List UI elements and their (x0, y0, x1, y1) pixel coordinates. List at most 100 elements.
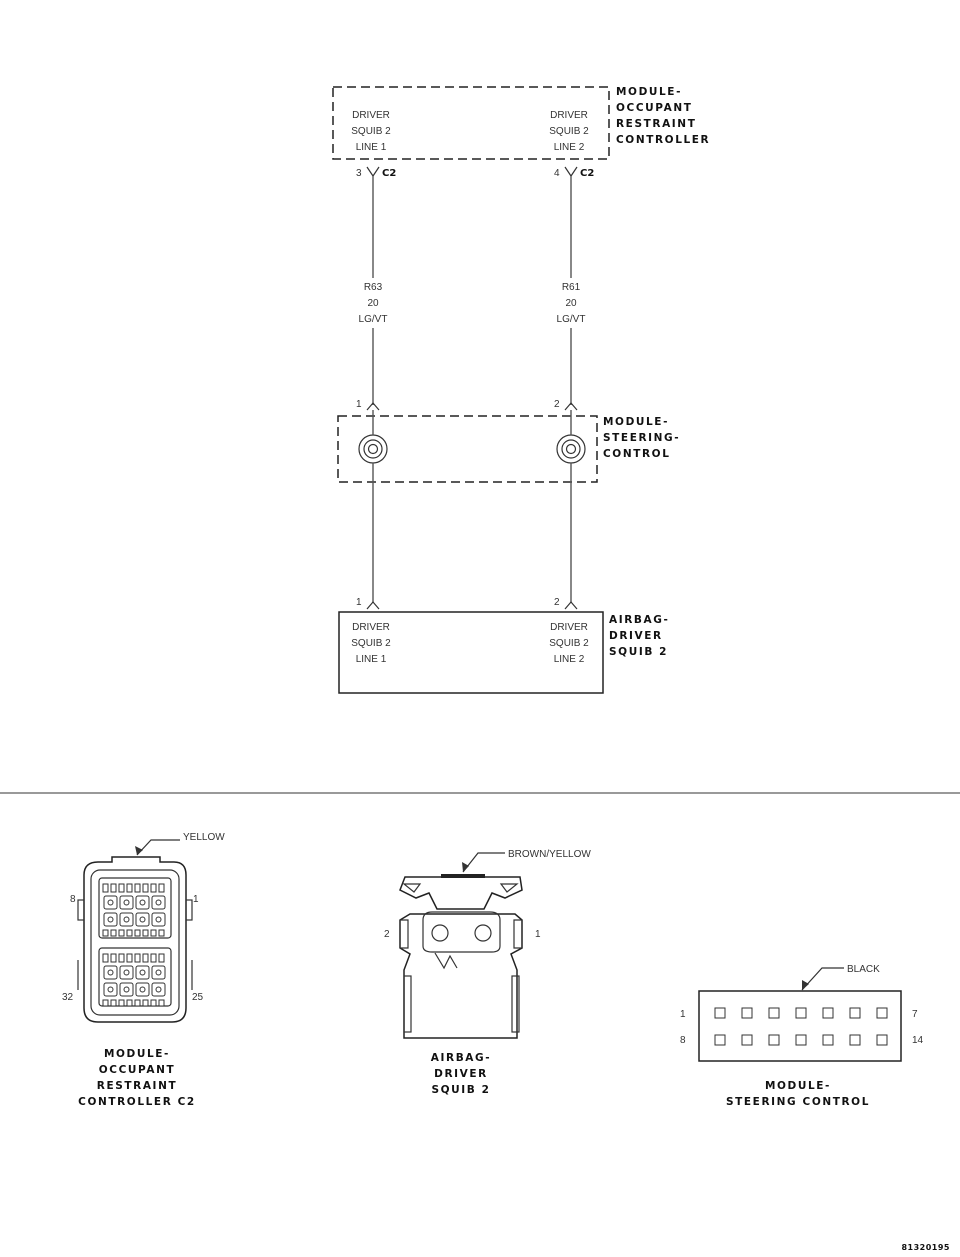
connector-left-name: C2 (382, 168, 396, 179)
orc-c2-slot-upper (142, 929, 149, 937)
airbag-left-pin-line-1: DRIVER (352, 622, 390, 633)
orc-c2-housing (83, 856, 187, 1023)
connector-right-name: C2 (580, 168, 594, 179)
orc-c2-terminal-dot (139, 986, 146, 993)
orc-c2-terminal-dot (123, 899, 130, 906)
steering-connector-terminals (714, 1007, 888, 1046)
orc-c2-slot-lower (118, 953, 125, 963)
steering-connector-pin-1: 1 (680, 1009, 686, 1020)
orc-c2-upper-cavity (98, 877, 172, 939)
orc-c2-slot-upper (134, 883, 141, 893)
orc-c2-slot-lower (102, 953, 109, 963)
airbag-connector-color-label: BROWN/YELLOW (508, 849, 591, 860)
airbag-connector-pin-1: 1 (535, 929, 541, 940)
orc-c2-caption-line-2: OCCUPANT (99, 1064, 175, 1076)
orc-left-pin-line-2: SQUIB 2 (351, 126, 391, 137)
orc-title-line-4: CONTROLLER (616, 134, 710, 146)
airbag-connector-left-slot (403, 975, 412, 1033)
orc-c2-pin-32: 32 (62, 992, 74, 1003)
orc-c2-terminal-dot (123, 986, 130, 993)
steering-connector-terminal (822, 1007, 834, 1019)
orc-right-pin-line-2: SQUIB 2 (549, 126, 589, 137)
orc-c2-slot-lower (126, 953, 133, 963)
steering-connector-pin-7: 7 (912, 1009, 918, 1020)
orc-c2-slot-lower (126, 999, 133, 1007)
airbag-left-pin-line-2: SQUIB 2 (351, 638, 391, 649)
orc-c2-slot-upper (118, 883, 125, 893)
orc-left-pin-line-3: LINE 1 (356, 142, 387, 153)
steering-connector-pin-14: 14 (912, 1035, 924, 1046)
steering-box (337, 415, 598, 483)
airbag-connector-terminal-1 (474, 924, 492, 942)
orc-c2-pin-8: 8 (70, 894, 76, 905)
orc-c2-slot-upper (150, 883, 157, 893)
orc-c2-terminal-dot (107, 969, 114, 976)
steering-connector-view: BLACK 1 7 8 14 MODULE- STEERING CONTROL (680, 964, 924, 1108)
steering-title-line-1: MODULE- (603, 416, 669, 428)
orc-c2-slot-upper (142, 883, 149, 893)
airbag-connector-caption-line-1: AIRBAG- (431, 1052, 491, 1064)
airbag-right-pin-line-2: SQUIB 2 (549, 638, 589, 649)
wire-left-gauge: 20 (367, 298, 379, 309)
orc-title-line-2: OCCUPANT (616, 102, 692, 114)
connector-left-pin: 3 (356, 168, 362, 179)
steering-connector-terminal (822, 1034, 834, 1046)
wire-right-gauge: 20 (565, 298, 577, 309)
orc-c2-terminal-dot (123, 916, 130, 923)
orc-c2-slot-upper (110, 883, 117, 893)
airbag-right-pin-line-3: LINE 2 (554, 654, 585, 665)
steering-connector-terminal (795, 1034, 807, 1046)
connector-chevron-icon (564, 402, 578, 411)
airbag-connector-right-rib (513, 919, 522, 949)
airbag-title-line-2: DRIVER (609, 630, 663, 642)
leader-arrow-icon (802, 980, 809, 990)
steering-connector-terminal (849, 1034, 861, 1046)
steering-connector-pin-8: 8 (680, 1035, 686, 1046)
airbag-connector-view: BROWN/YELLOW 2 1 AIRBAG- DRIVER SQUIB 2 (384, 849, 591, 1096)
wire-right-color: LG/VT (557, 314, 586, 325)
orc-c2-terminal-dot (139, 916, 146, 923)
orc-c2-terminal-dot (107, 986, 114, 993)
steering-connector-housing (698, 990, 902, 1062)
airbag-pin-left: 1 (356, 597, 362, 608)
steering-control-module: 1 2 MODULE- STEERING- CONTROL (337, 399, 680, 483)
steering-connector-terminal (876, 1007, 888, 1019)
airbag-connector-terminal-2 (431, 924, 449, 942)
airbag-connector-right-slot (511, 975, 520, 1033)
leader-line (801, 967, 844, 991)
airbag-connector-left-tab (402, 883, 422, 893)
figure-id: 81320195 (901, 1243, 950, 1252)
steering-title-line-2: STEERING- (603, 432, 680, 444)
orc-c2-left-latch (77, 899, 85, 921)
steering-connector-terminal (741, 1007, 753, 1019)
steering-connector-terminal (849, 1007, 861, 1019)
steering-connector-color-label: BLACK (847, 964, 880, 975)
leader-arrow-icon (462, 862, 469, 872)
orc-right-pin-line-3: LINE 2 (554, 142, 585, 153)
orc-c2-slot-lower (142, 953, 149, 963)
orc-c2-caption-line-4: CONTROLLER C2 (78, 1096, 196, 1108)
airbag-connector-top (399, 876, 523, 910)
orc-c2-pin-25: 25 (192, 992, 204, 1003)
orc-c2-slot-lower (142, 999, 149, 1007)
steering-title-line-3: CONTROL (603, 448, 670, 460)
airbag-title-line-3: SQUIB 2 (609, 646, 668, 658)
orc-c2-slot-upper (150, 929, 157, 937)
airbag-connector-key (441, 874, 485, 878)
orc-c2-terminal-dot (139, 969, 146, 976)
orc-c2-slot-lower (150, 953, 157, 963)
orc-c2-slot-upper (126, 929, 133, 937)
wire-left-circuit: R63 (364, 282, 383, 293)
orc-c2-slot-lower (102, 999, 109, 1007)
orc-c2-slot-lower (118, 999, 125, 1007)
airbag-driver-squib: 1 2 DRIVER SQUIB 2 LINE 1 DRIVER SQUIB 2… (338, 597, 668, 694)
orc-left-pin-line-1: DRIVER (352, 110, 390, 121)
occupant-restraint-controller: DRIVER SQUIB 2 LINE 1 DRIVER SQUIB 2 LIN… (332, 86, 710, 160)
orc-c2-slot-upper (118, 929, 125, 937)
orc-c2-slot-lower (158, 953, 165, 963)
steering-connector-terminal (714, 1007, 726, 1019)
orc-c2-terminal-dot (139, 899, 146, 906)
orc-c2-terminal-dot (123, 969, 130, 976)
orc-c2-slot-upper (158, 929, 165, 937)
orc-c2-slot-upper (134, 929, 141, 937)
